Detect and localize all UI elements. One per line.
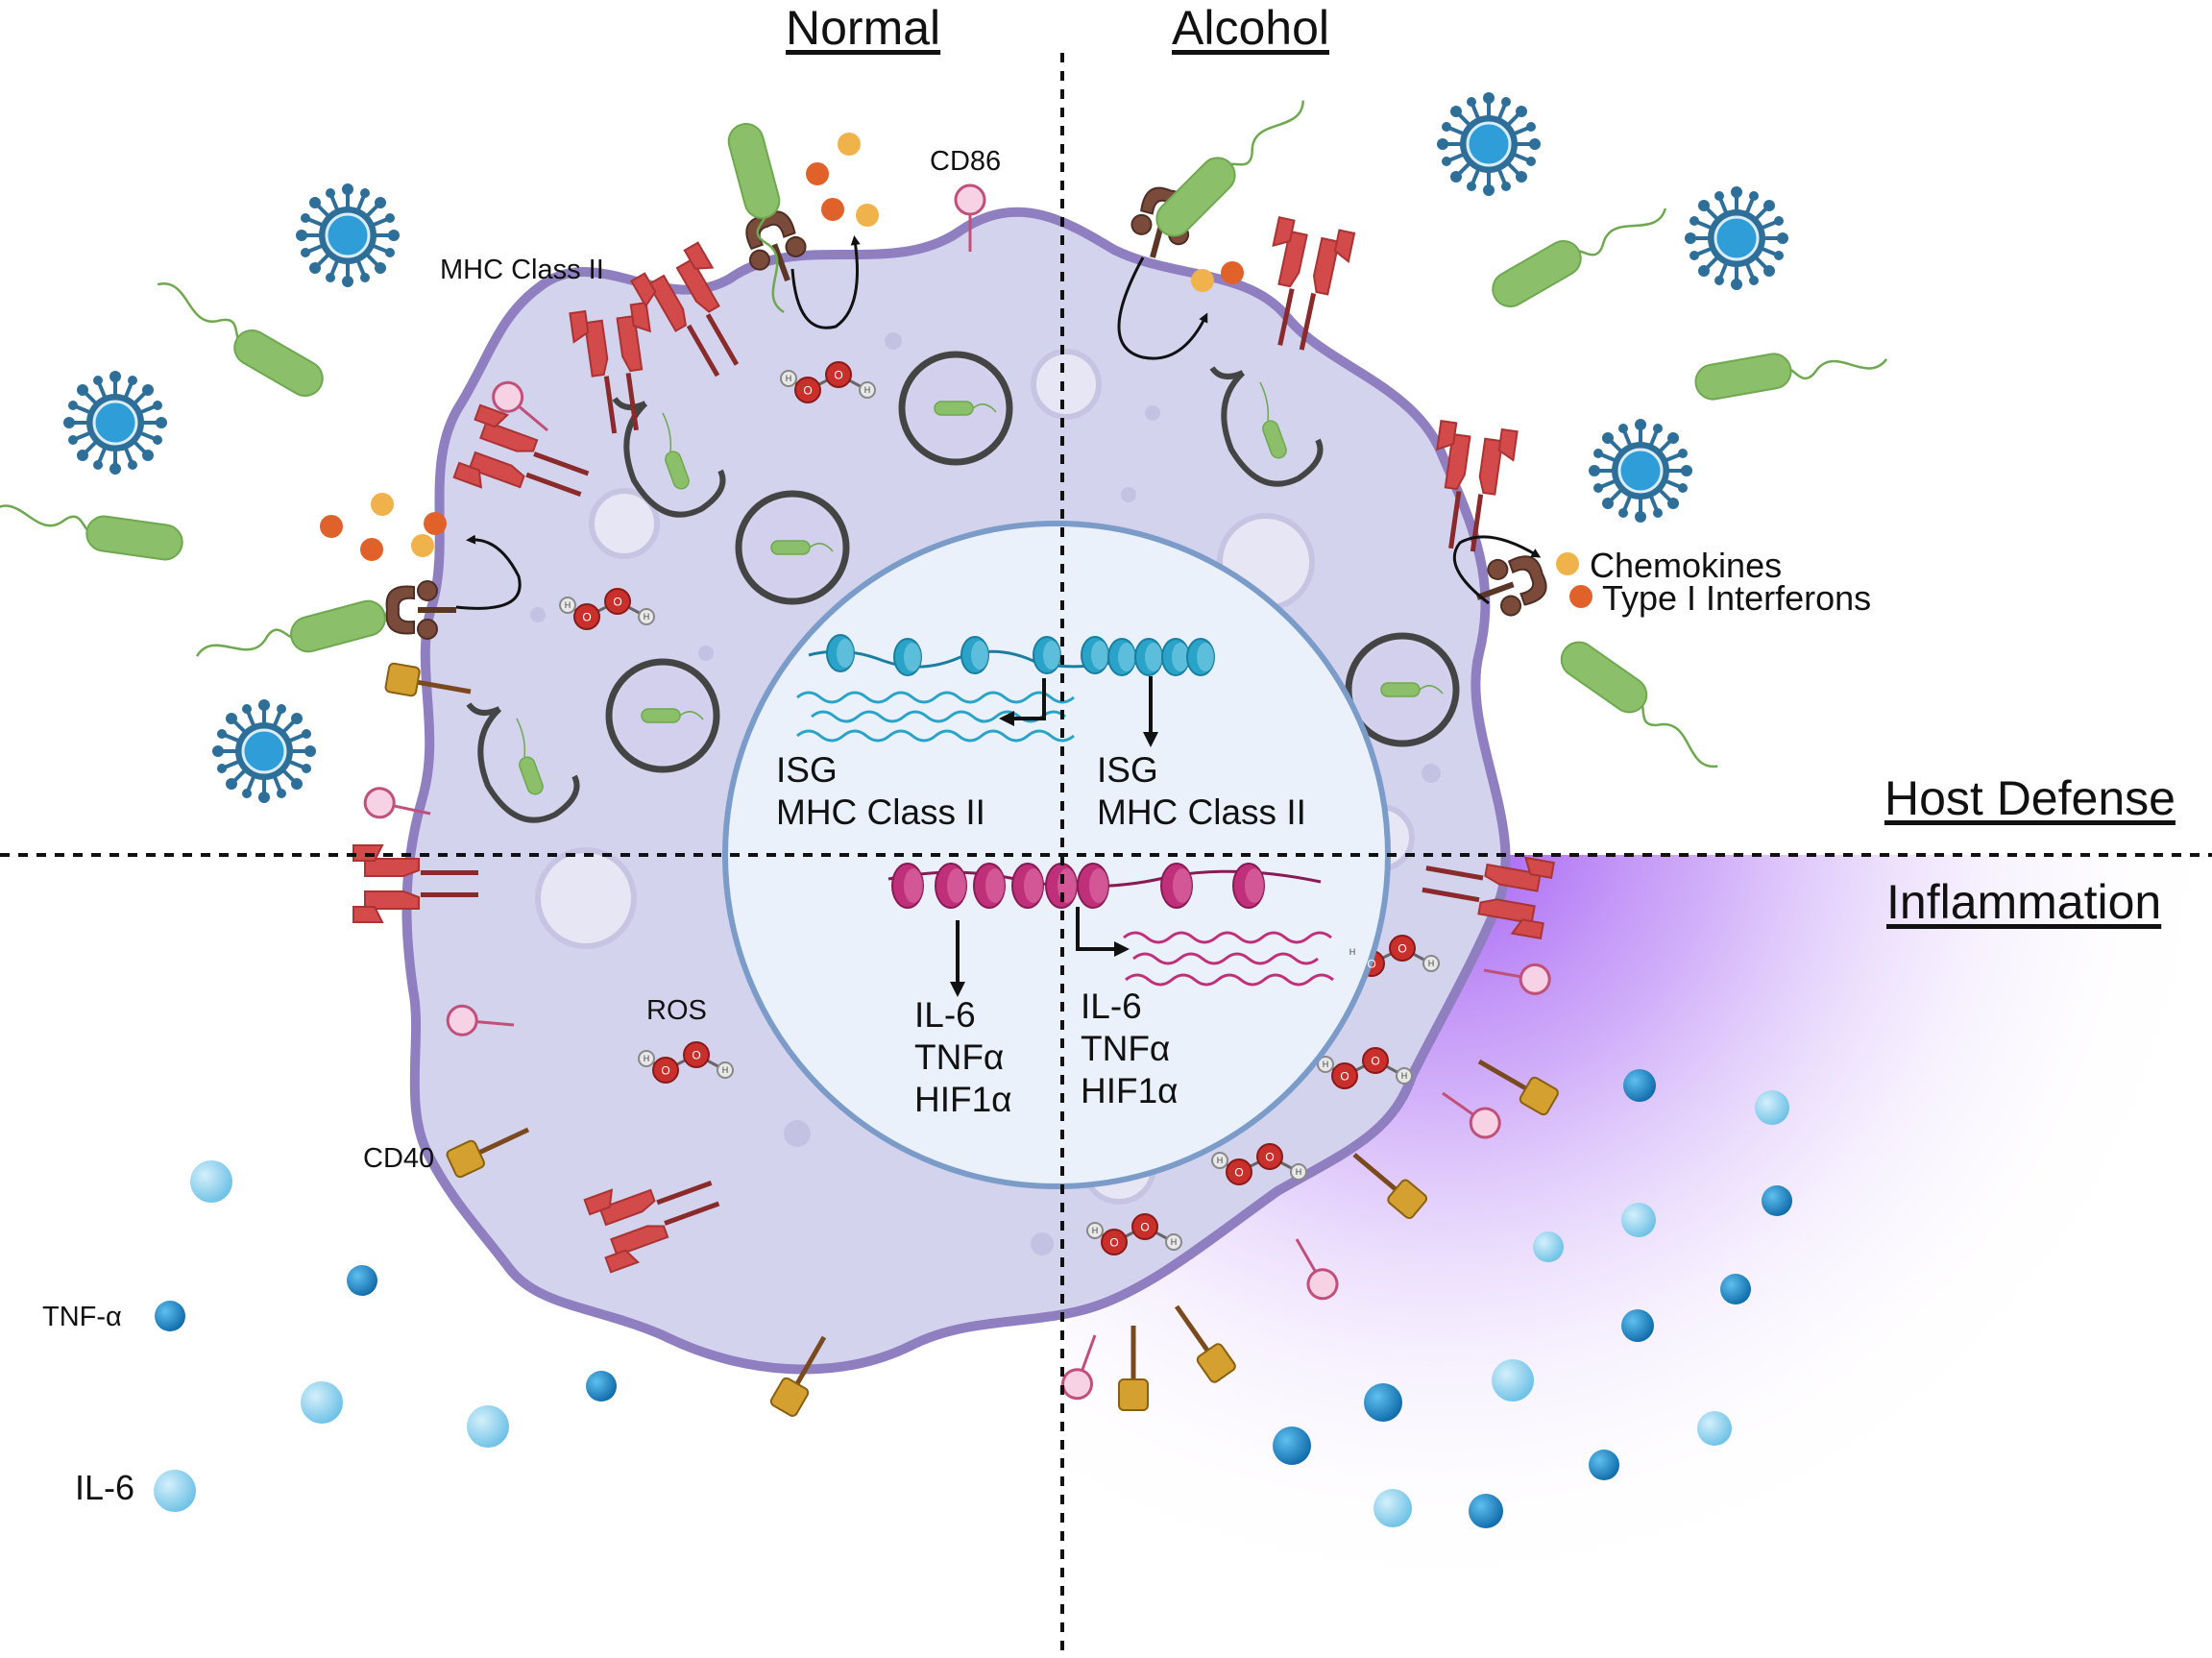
header-alcohol: Alcohol <box>1172 1 1329 55</box>
hydrogen-atom-label: H <box>1428 959 1435 968</box>
oxygen-atom-label: O <box>582 610 591 623</box>
oxygen-atom-label: O <box>1340 1069 1349 1083</box>
magenta-mrna <box>1123 931 1334 987</box>
gene-list-alcohol-inflammation: IL-6 TNFα HIF1α <box>1081 986 1179 1112</box>
hydrogen-atom-label: H <box>1092 1226 1099 1235</box>
legend-type-i-interferons: Type I Interferons <box>1602 578 1872 618</box>
hydrogen-atom-label: H <box>1171 1237 1178 1247</box>
hydrogen-atom-label: H <box>786 374 792 383</box>
header-host-defense: Host Defense <box>1884 771 2176 825</box>
gene-label: HIF1α <box>1081 1071 1179 1110</box>
cytokine-arrow-alcohol <box>1076 907 1130 957</box>
oxygen-atom-label: O <box>692 1048 700 1061</box>
secreted-molecules <box>320 133 1244 561</box>
gene-label: TNFα <box>1081 1029 1171 1068</box>
oxygen-atom-label: O <box>1398 941 1406 955</box>
gene-label: ISG <box>776 750 838 790</box>
gene-list-normal-inflammation: IL-6 TNFα HIF1α <box>914 994 1012 1121</box>
gene-label: IL-6 <box>1081 987 1142 1026</box>
gene-label: HIF1α <box>914 1080 1012 1119</box>
oxygen-atom-label: O <box>1367 957 1375 970</box>
hydrogen-atom-label: H <box>644 612 650 622</box>
hydrogen-atom-label: H <box>644 1054 650 1063</box>
gene-list-alcohol-defense: ISG MHC Class II <box>1097 749 1306 834</box>
oxygen-atom-label: O <box>613 595 621 608</box>
tnf-alpha-particles <box>155 1069 1792 1528</box>
hydrogen-atom-label: H <box>1401 1071 1408 1081</box>
gene-label: MHC Class II <box>1097 792 1306 832</box>
gene-list-normal-defense: ISG MHC Class II <box>776 749 985 834</box>
secretion-arrows <box>455 235 1542 610</box>
hydrogen-atom-label: H <box>722 1065 729 1075</box>
gene-label: ISG <box>1097 750 1158 790</box>
phagosome-3 <box>609 662 717 769</box>
label-cd86: CD86 <box>930 146 1002 177</box>
legend-chemokines: Chemokines <box>1590 546 1783 585</box>
label-il6: IL-6 <box>75 1468 135 1507</box>
hydrogen-atom-label: H <box>1349 947 1356 957</box>
phagosome-1 <box>739 494 846 601</box>
label-ros: ROS <box>646 995 707 1026</box>
gene-label: TNFα <box>914 1037 1005 1077</box>
oxygen-atom-label: O <box>1234 1165 1243 1179</box>
gene-label: IL-6 <box>914 995 976 1035</box>
oxygen-atom-label: O <box>834 368 842 381</box>
label-cd40: CD40 <box>363 1143 435 1174</box>
label-mhc-class-ii: MHC Class II <box>440 255 604 285</box>
il6-particles <box>154 1090 1789 1527</box>
oxygen-atom-label: O <box>1109 1235 1118 1249</box>
oxygen-atom-label: O <box>1265 1150 1274 1163</box>
chemokine-legend-dot <box>1556 552 1579 575</box>
hydrogen-atom-label: H <box>1323 1060 1329 1069</box>
phagosome-2 <box>902 354 1009 462</box>
hydrogen-atom-label: H <box>1217 1156 1224 1165</box>
label-tnf-alpha: TNF-α <box>42 1302 122 1332</box>
oxygen-atom-label: O <box>1371 1054 1379 1067</box>
hydrogen-atom-label: H <box>565 600 571 610</box>
header-normal: Normal <box>786 1 941 55</box>
interferon-legend-dot <box>1569 585 1592 608</box>
hydrogen-atom-label: H <box>864 385 871 395</box>
gene-label: MHC Class II <box>776 792 985 832</box>
oxygen-atom-label: O <box>803 383 812 397</box>
hydrogen-atom-label: H <box>1296 1167 1302 1177</box>
oxygen-atom-label: O <box>661 1063 669 1077</box>
transcription-arrow-normal <box>999 678 1046 726</box>
oxygen-atom-label: O <box>1140 1220 1149 1233</box>
header-inflammation: Inflammation <box>1886 875 2162 929</box>
